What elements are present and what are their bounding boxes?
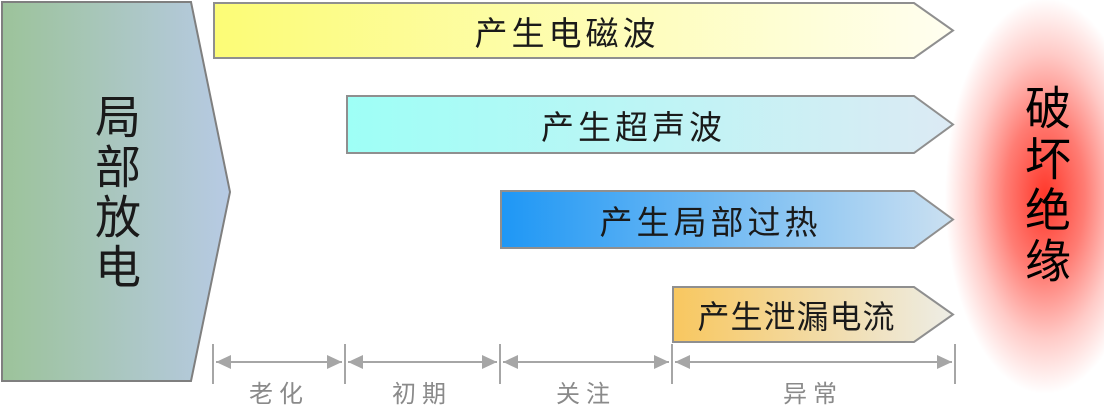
- pentagon-outline: [1, 1, 232, 382]
- arrow-shape: [213, 2, 955, 59]
- timeline-label-attention: 关注: [556, 381, 616, 407]
- arrowhead-right-icon: [482, 355, 497, 369]
- effect-local-overheating: 产生局部过热: [500, 190, 955, 249]
- arrow-shape: [346, 95, 955, 154]
- effect-leakage-current: 产生泄漏电流: [672, 286, 955, 343]
- arrowhead-right-icon: [327, 355, 342, 369]
- result-label: 破坏绝缘: [1019, 84, 1071, 288]
- partial-discharge-shape: [1, 1, 232, 382]
- axis-ticks: [212, 344, 956, 384]
- effect-label: 产生局部过热: [599, 203, 822, 241]
- arrowhead-left-icon: [348, 355, 363, 369]
- timeline-label-abnormal: 异常: [783, 381, 843, 407]
- timeline-label-initial: 初期: [392, 381, 452, 407]
- arrowhead-left-icon: [503, 355, 518, 369]
- axis-arrowheads: [216, 355, 952, 369]
- effect-label: 产生超声波: [541, 108, 726, 146]
- arrowhead-right-icon: [937, 355, 952, 369]
- source-label: 局部放电: [89, 93, 141, 293]
- effect-label: 产生电磁波: [474, 14, 660, 52]
- effect-label: 产生泄漏电流: [697, 298, 896, 335]
- arrow-shape: [672, 286, 955, 343]
- effect-ultrasonic-wave: 产生超声波: [346, 95, 955, 154]
- arrow-shape: [500, 190, 955, 249]
- effect-electromagnetic-wave: 产生电磁波: [213, 2, 955, 59]
- arrowhead-left-icon: [675, 355, 690, 369]
- arrowhead-right-icon: [654, 355, 669, 369]
- timeline-label-aging: 老化: [249, 381, 309, 407]
- arrowhead-left-icon: [216, 355, 231, 369]
